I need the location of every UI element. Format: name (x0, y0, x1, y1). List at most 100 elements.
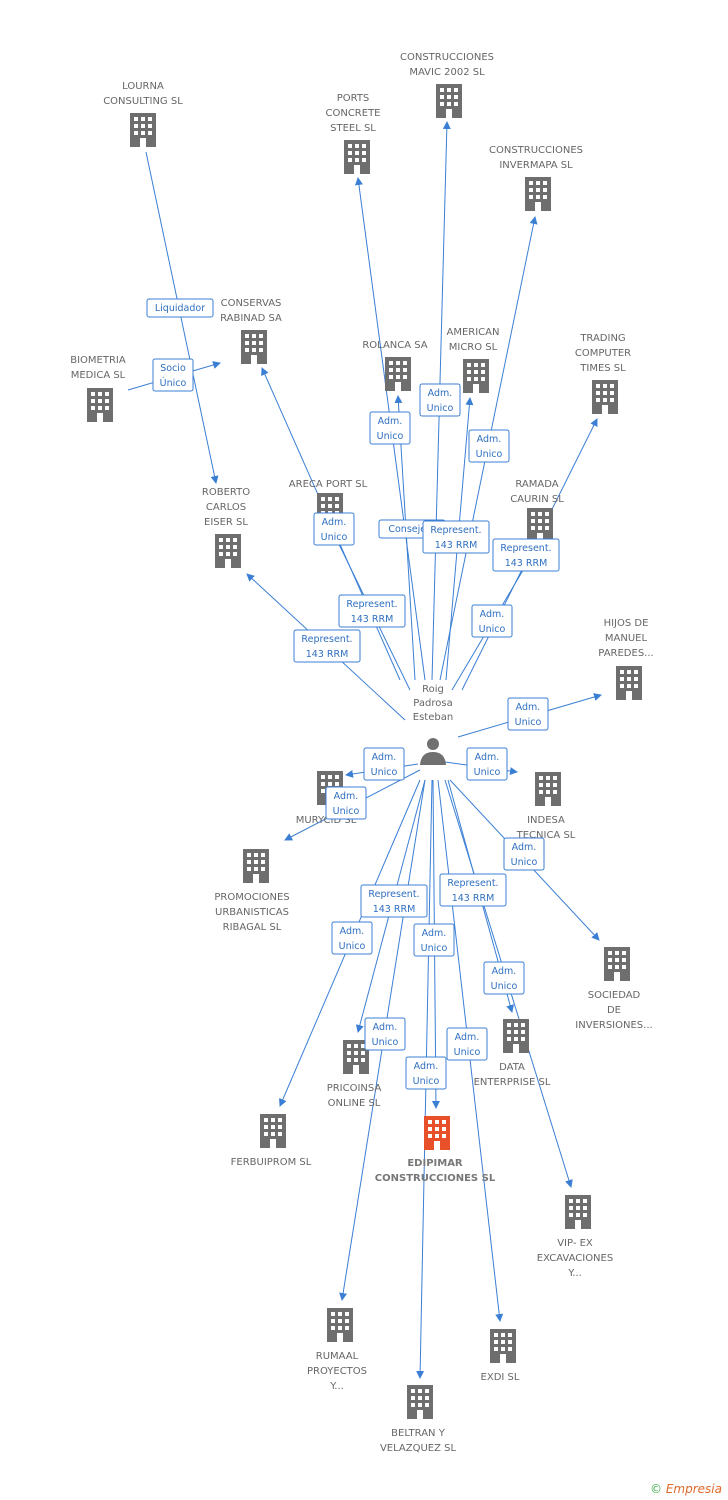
node-exdi[interactable]: EXDI SL (481, 1329, 520, 1383)
edge-label-box (152, 358, 194, 392)
center-label-line: Esteban (413, 712, 453, 723)
node-biometria[interactable]: BIOMETRIA MEDICA SL (70, 355, 126, 422)
edge-label-text: Adm.Unico (427, 388, 454, 414)
edge-label-murycid-b: Adm.Unico (325, 786, 367, 820)
node-label-line: CONSTRUCCIONES (489, 145, 583, 156)
node-label-line: PROYECTOS (307, 1366, 367, 1377)
edge-label-line: Unico (427, 403, 454, 414)
building-icon (436, 84, 462, 118)
edge-label-mid: Adm.Unico (413, 923, 455, 957)
edge-label-text: Adm.Unico (474, 752, 501, 778)
edge-label-line: 143 RRM (452, 893, 495, 904)
edge-label-text: Adm.Unico (476, 434, 503, 460)
node-label-line: TECNICA SL (516, 830, 576, 841)
node-murycid[interactable]: MURYCID SL (296, 771, 357, 826)
node-label-line: INVERSIONES... (575, 1020, 652, 1031)
node-label-line: INVERMAPA SL (499, 160, 573, 171)
edge-label-box (446, 1027, 488, 1061)
edge-label-ramada-adm: Adm.Unico (471, 604, 513, 638)
edge-label-box (507, 697, 549, 731)
edge-label-line: Unico (515, 717, 542, 728)
node-label-line: RUMAAL (316, 1351, 359, 1362)
edge-label-text: Represent.143 RRM (301, 634, 352, 660)
edge-label-box (369, 411, 411, 445)
node-invermapa[interactable]: CONSTRUCCIONES INVERMAPA SL (489, 145, 583, 211)
node-label-line: CONSULTING SL (103, 96, 183, 107)
edge-label-text: Represent.143 RRM (447, 878, 498, 904)
edge-label-line: Unico (474, 767, 501, 778)
edge-label-line: Adm. (480, 609, 505, 620)
node-ferbuiprom[interactable]: FERBUIPROM SL (231, 1114, 312, 1168)
edge-label-line: Represent. (430, 525, 481, 536)
node-areca[interactable]: ARECA PORT SL (289, 479, 368, 527)
edge-label-text: Adm. Unico (511, 842, 538, 868)
node-rolanca[interactable]: ROLANCA SA (362, 340, 428, 391)
edge-label-areca: Adm.Unico (313, 512, 355, 546)
edge-label-text: Adm.Unico (479, 609, 506, 635)
person-icon (420, 738, 446, 765)
edge-label-line: 143 RRM (505, 558, 548, 569)
node-label-line: TIMES SL (579, 363, 626, 374)
edge-label-box (325, 786, 367, 820)
edge-label-text: Represent.143 RRM (430, 525, 481, 551)
edge-label-line: Represent. (368, 889, 419, 900)
edge-label-ferbuiprom: Adm.Unico (331, 921, 373, 955)
edge-label-text: Represent.143 RRM (368, 889, 419, 915)
edge-label-text: Adm.Unico (454, 1032, 481, 1058)
edge-label-line: Adm. (516, 702, 541, 713)
node-label-line: ONLINE SL (328, 1098, 381, 1109)
edge-label-box (503, 837, 545, 871)
node-label-line: BIOMETRIA (70, 355, 126, 366)
edge-label-text: Adm.Unico (377, 416, 404, 442)
node-label-line: ARECA PORT SL (289, 479, 368, 490)
node-label-line: URBANISTICAS (215, 907, 289, 918)
edge-label-box (146, 298, 214, 318)
edge-label-line: Unico (511, 857, 538, 868)
brand-logo[interactable]: Empresia (665, 1482, 722, 1496)
edge-label-box (331, 921, 373, 955)
edge-label-line: Adm. (512, 842, 537, 853)
node-label-line: CARLOS (206, 502, 246, 513)
edge-label-line: Unico (421, 943, 448, 954)
building-icon (535, 772, 561, 806)
building-icon (327, 1308, 353, 1342)
node-label-line: RIBAGAL SL (223, 922, 282, 933)
building-icon (385, 357, 411, 391)
node-label: CONSTRUCCIONES INVERMAPA SL (489, 145, 583, 171)
node-label-line: STEEL SL (330, 123, 376, 134)
edge-label-line: Unico (454, 1047, 481, 1058)
edge-label-line: Unico (372, 1037, 399, 1048)
node-label-line: ROBERTO (202, 487, 250, 498)
node-label-line: MANUEL (605, 633, 648, 644)
building-icon (260, 1114, 286, 1148)
node-label-line: MEDICA SL (71, 370, 126, 381)
node-label-line: PORTS (337, 93, 370, 104)
edge-label-line: Represent. (500, 543, 551, 554)
building-icon (490, 1329, 516, 1363)
edge-label-text: Consejero (388, 524, 435, 535)
